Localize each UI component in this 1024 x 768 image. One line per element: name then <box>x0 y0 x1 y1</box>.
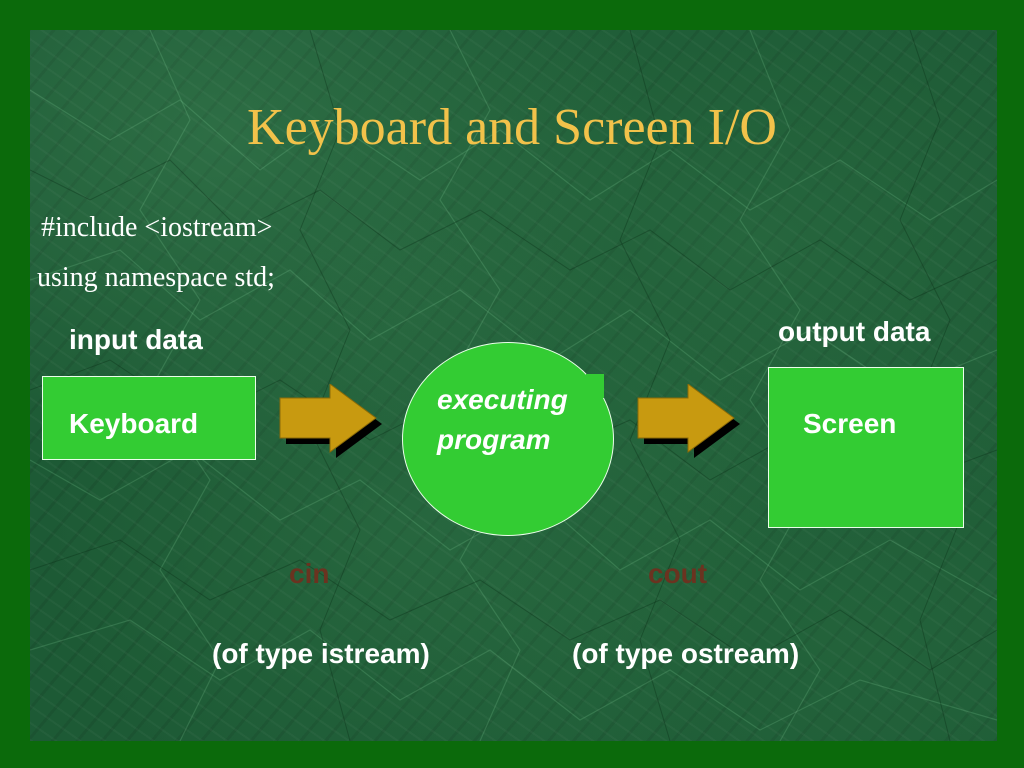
screen-box <box>768 367 964 528</box>
program-label-line2: program <box>437 424 551 455</box>
output-arrow-icon <box>637 384 740 458</box>
keyboard-box <box>42 376 256 460</box>
code-line-include: #include <iostream> <box>41 212 273 243</box>
istream-note: (of type istream) <box>212 638 430 669</box>
program-label-line1: executing <box>437 384 568 415</box>
cin-label: cin <box>289 558 330 589</box>
circle-notch <box>586 374 604 398</box>
executing-program-circle <box>402 342 614 536</box>
input-data-label: input data <box>69 324 203 355</box>
slide-title: Keyboard and Screen I/O <box>247 99 777 156</box>
ostream-note: (of type ostream) <box>572 638 800 669</box>
code-line-namespace: using namespace std; <box>37 262 275 293</box>
output-data-label: output data <box>778 316 931 347</box>
input-arrow-icon <box>279 384 382 458</box>
keyboard-label: Keyboard <box>69 408 199 439</box>
screen-label: Screen <box>803 408 897 439</box>
cout-label: cout <box>648 558 708 589</box>
